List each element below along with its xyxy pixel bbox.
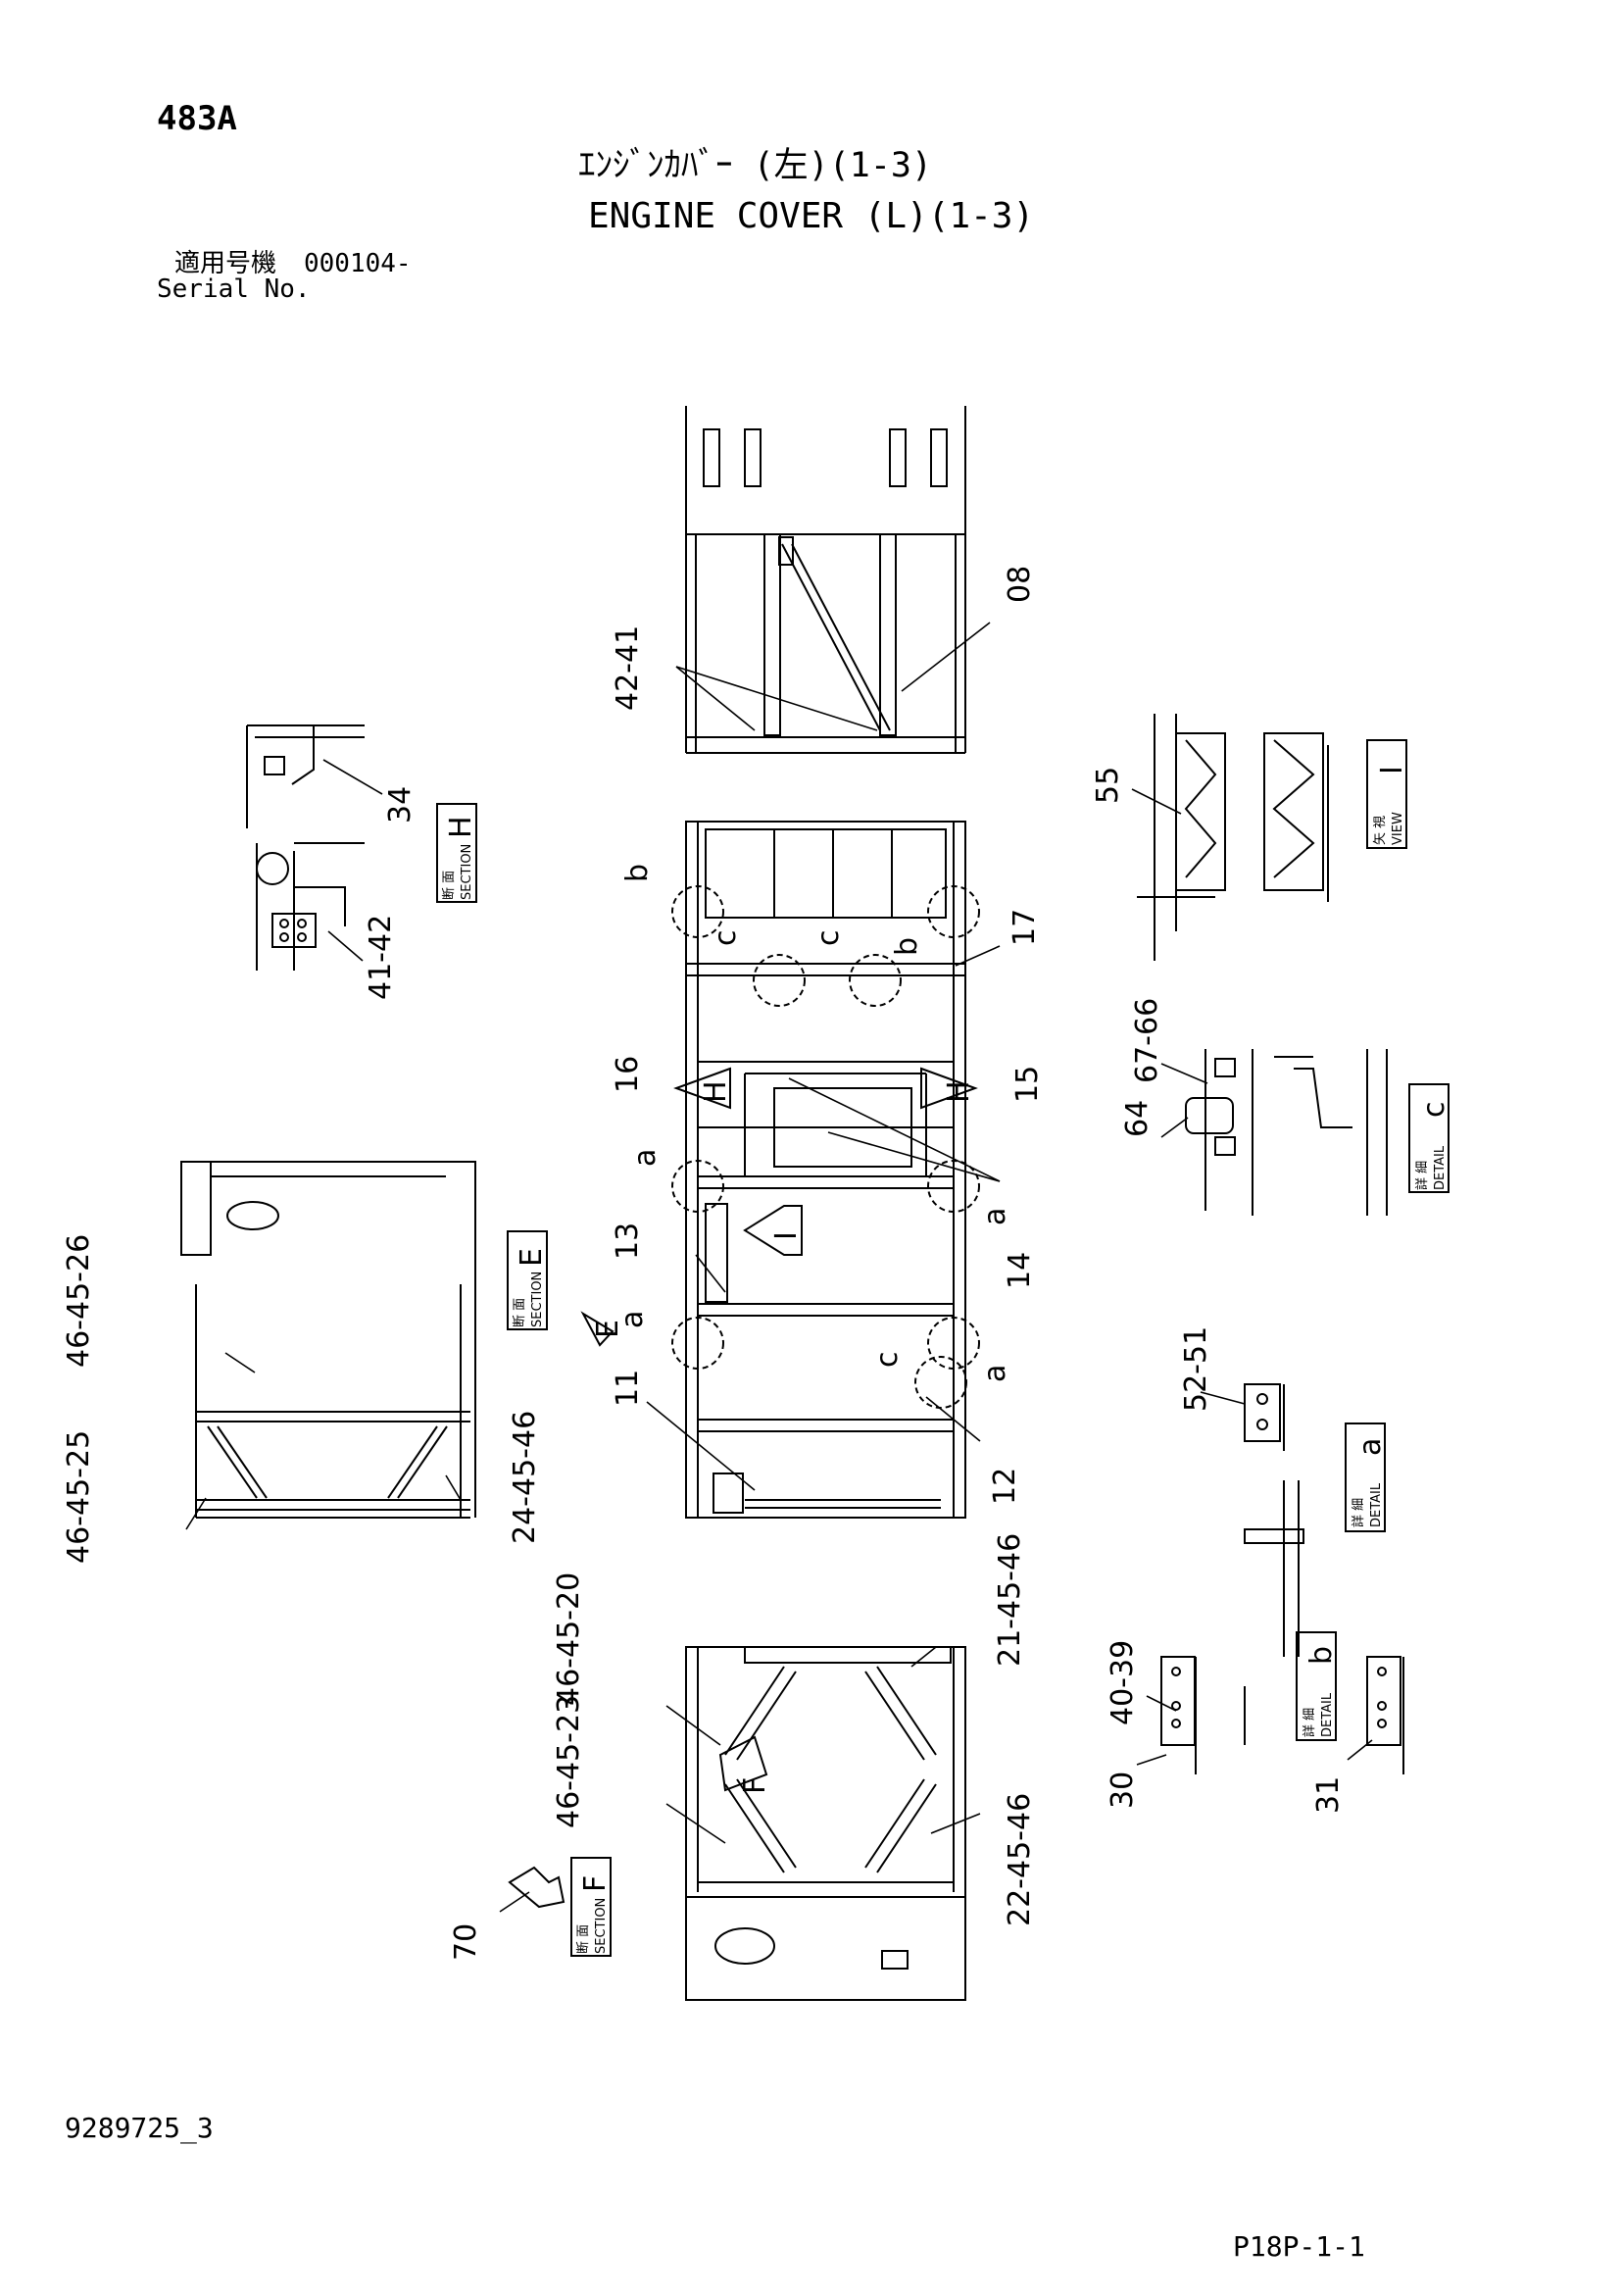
label-detail-a-en: DETAIL — [1369, 1482, 1384, 1527]
callout-55: 55 — [1091, 767, 1125, 804]
document-number: 9289725_3 — [65, 2112, 214, 2144]
callout-46-45-26: 46-45-26 — [62, 1234, 96, 1368]
label-box-detail-a — [1345, 1423, 1386, 1532]
section-h-detail — [246, 724, 365, 971]
callout-16: 16 — [611, 1056, 645, 1093]
callout-08: 08 — [1003, 566, 1037, 603]
marker-b-left: b — [620, 864, 655, 882]
callout-46-45-23: 46-45-23 — [552, 1695, 586, 1828]
marker-a-4: a — [978, 1365, 1012, 1382]
callout-52-51: 52-51 — [1179, 1326, 1213, 1412]
callout-64: 64 — [1120, 1100, 1155, 1137]
callout-41-42-section-h: 41-42 — [364, 915, 398, 1000]
label-section-f-en: SECTION — [594, 1898, 609, 1954]
callout-42-41-top: 42-41 — [611, 625, 645, 711]
label-detail-b-letter: b — [1304, 1646, 1339, 1665]
serial-label-english: Serial No. — [157, 275, 311, 304]
callout-46-45-25: 46-45-25 — [62, 1430, 96, 1564]
callout-31: 31 — [1311, 1776, 1346, 1814]
callout-11: 11 — [611, 1370, 645, 1407]
label-box-section-h — [436, 803, 477, 903]
title-english: ENGINE COVER (L)(1-3) — [588, 196, 1035, 236]
part-70-bracket — [508, 1866, 565, 1909]
callout-70: 70 — [449, 1923, 483, 1961]
label-detail-a-letter: a — [1353, 1438, 1388, 1456]
callout-67-66: 67-66 — [1130, 998, 1164, 1083]
label-box-section-e — [507, 1230, 548, 1330]
title-japanese: ｴﾝｼﾞﾝｶﾊﾞｰ (左)(1-3) — [578, 146, 933, 185]
section-letter-h-arrow-right: H — [942, 1080, 976, 1103]
callout-30: 30 — [1106, 1772, 1140, 1809]
callout-24-45-46: 24-45-46 — [508, 1411, 542, 1544]
callout-46-45-20: 46-45-20 — [552, 1572, 586, 1706]
serial-number-value: 000104- — [304, 249, 412, 278]
label-box-section-f — [570, 1857, 612, 1957]
label-box-view-i — [1366, 739, 1407, 849]
marker-a-3: a — [615, 1311, 650, 1328]
section-e-drawing — [180, 1161, 476, 1519]
callout-34: 34 — [383, 786, 418, 824]
label-detail-c-jp: 詳 細 — [1414, 1161, 1430, 1190]
label-view-i-letter: I — [1375, 766, 1409, 774]
serial-label-japanese: 適用号機 — [174, 249, 277, 278]
label-detail-b-jp: 詳 細 — [1302, 1708, 1317, 1737]
callout-12: 12 — [988, 1468, 1022, 1505]
callout-40-39: 40-39 — [1106, 1640, 1140, 1725]
label-section-h-en: SECTION — [460, 844, 474, 900]
marker-a-1: a — [628, 1149, 663, 1167]
label-detail-c-en: DETAIL — [1433, 1145, 1448, 1190]
top-frame-drawing — [685, 406, 966, 754]
label-section-h-jp: 断 面 — [442, 871, 457, 900]
label-section-e-en: SECTION — [530, 1272, 545, 1327]
section-letter-f-arrow: F — [738, 1777, 772, 1794]
leader-lines — [185, 622, 1373, 1913]
main-frame-drawing — [580, 821, 980, 1519]
marker-c-1: c — [709, 930, 743, 947]
label-section-f-jp: 断 面 — [576, 1924, 591, 1954]
label-detail-c-letter: c — [1417, 1102, 1451, 1119]
label-detail-b-en: DETAIL — [1320, 1692, 1335, 1737]
section-letter-i-arrow: I — [769, 1231, 804, 1240]
callout-13: 13 — [611, 1223, 645, 1260]
page-reference: P18P-1-1 — [1233, 2230, 1365, 2263]
section-letter-e-arrow: E — [591, 1320, 625, 1338]
callout-22-45-46: 22-45-46 — [1003, 1793, 1037, 1926]
label-section-f-letter: F — [578, 1875, 613, 1892]
label-view-i-en: VIEW — [1391, 812, 1405, 845]
label-box-detail-b — [1296, 1631, 1337, 1741]
label-section-e-letter: E — [515, 1248, 549, 1267]
label-box-detail-c — [1408, 1083, 1450, 1193]
view-i-drawing — [1137, 714, 1329, 961]
marker-c-2: c — [811, 930, 846, 947]
label-section-e-jp: 断 面 — [513, 1298, 527, 1327]
label-detail-a-jp: 詳 細 — [1351, 1498, 1366, 1527]
marker-c-3: c — [870, 1352, 905, 1369]
detail-a-drawing — [1244, 1383, 1304, 1657]
marker-b-right: b — [890, 937, 924, 956]
detail-c-drawing — [1185, 1049, 1388, 1216]
label-section-h-letter: H — [444, 816, 478, 838]
callout-15: 15 — [1010, 1066, 1045, 1103]
marker-a-2: a — [978, 1208, 1012, 1225]
label-view-i-jp: 矢 視 — [1373, 816, 1388, 845]
section-f-drawing — [685, 1646, 966, 2001]
section-letter-h-arrow-left: H — [699, 1080, 733, 1103]
callout-14: 14 — [1003, 1252, 1037, 1289]
model-number: 483A — [157, 99, 237, 138]
callout-21-45-46: 21-45-46 — [993, 1533, 1027, 1667]
detail-b-drawing — [1160, 1656, 1404, 1774]
callout-17: 17 — [1008, 909, 1042, 946]
